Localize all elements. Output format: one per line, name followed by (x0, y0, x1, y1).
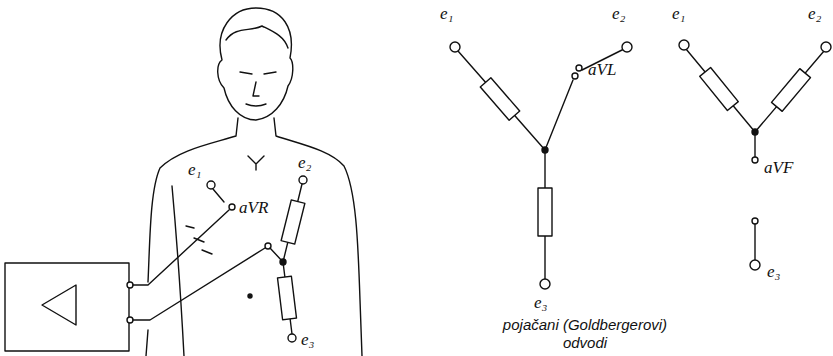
left-circuit (133, 176, 307, 342)
electrode-label-holder: e₃ (767, 262, 780, 282)
electrode-label: e₃ (301, 330, 314, 349)
lead-name-holder: aVF (764, 158, 793, 178)
electrode-label-holder: e₁ (672, 4, 685, 24)
goldberger-network-avf (679, 40, 831, 270)
human-torso (146, 8, 362, 356)
electrode-label: e₁ (672, 4, 685, 23)
goldberger-network-avl (450, 42, 632, 289)
caption-holder: pojačani (Goldbergerovi) odvodi (490, 316, 680, 352)
lead-name: aVR (239, 198, 268, 217)
lead-name: aVF (764, 158, 793, 177)
electrode-label-holder: e₃ (534, 293, 547, 313)
electrode-label-holder: e₂ (298, 153, 311, 173)
caption: pojačani (Goldbergerovi) odvodi (503, 316, 667, 351)
electrode-label: e₃ (767, 262, 780, 281)
lead-name: aVL (588, 60, 616, 79)
electrode-label: e₁ (188, 160, 201, 179)
electrode-label: e₂ (298, 153, 311, 172)
electrode-label-holder: e₁ (188, 160, 201, 180)
lead-name-holder: aVL (588, 60, 616, 80)
electrode-label-holder: e₃ (301, 330, 314, 350)
lead-name-holder: aVR (239, 198, 268, 218)
electrode-label: e₂ (612, 4, 625, 23)
electrode-label-holder: e₁ (440, 4, 453, 24)
electrode-label: e₁ (440, 4, 453, 23)
electrode-label: e₂ (808, 4, 821, 23)
electrode-label-holder: e₂ (612, 4, 625, 24)
amplifier (5, 263, 133, 351)
electrode-label: e₃ (534, 293, 547, 312)
electrode-label-holder: e₂ (808, 4, 821, 24)
